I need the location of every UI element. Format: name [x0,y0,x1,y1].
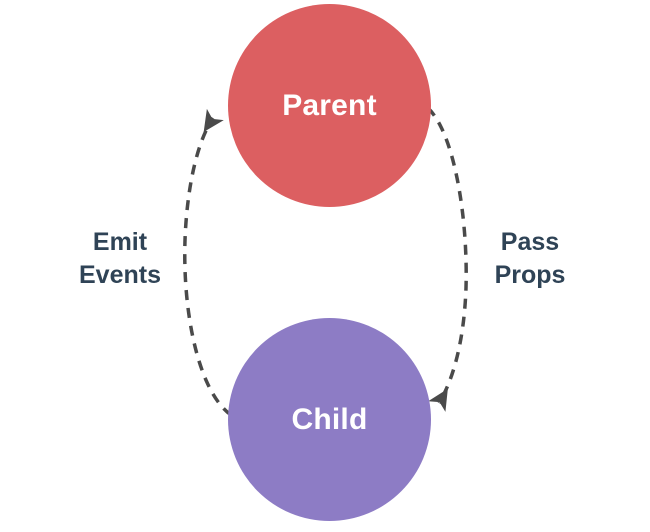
node-child[interactable]: Child [228,318,431,521]
node-parent-label: Parent [282,88,377,122]
edge-label-emit-events-line1: Emit [92,228,148,256]
emit-events-connector [183,108,233,417]
pass-props-connector [426,106,468,412]
node-child-label: Child [291,402,368,436]
node-parent[interactable]: Parent [228,4,431,207]
edge-label-emit-events-line2: Events [79,261,161,289]
edge-label-emit-events: Emit Events [46,226,194,292]
edge-label-pass-props-line1: Pass [500,228,560,256]
edge-label-pass-props-line2: Props [494,261,566,289]
edge-label-pass-props: Pass Props [456,226,604,292]
